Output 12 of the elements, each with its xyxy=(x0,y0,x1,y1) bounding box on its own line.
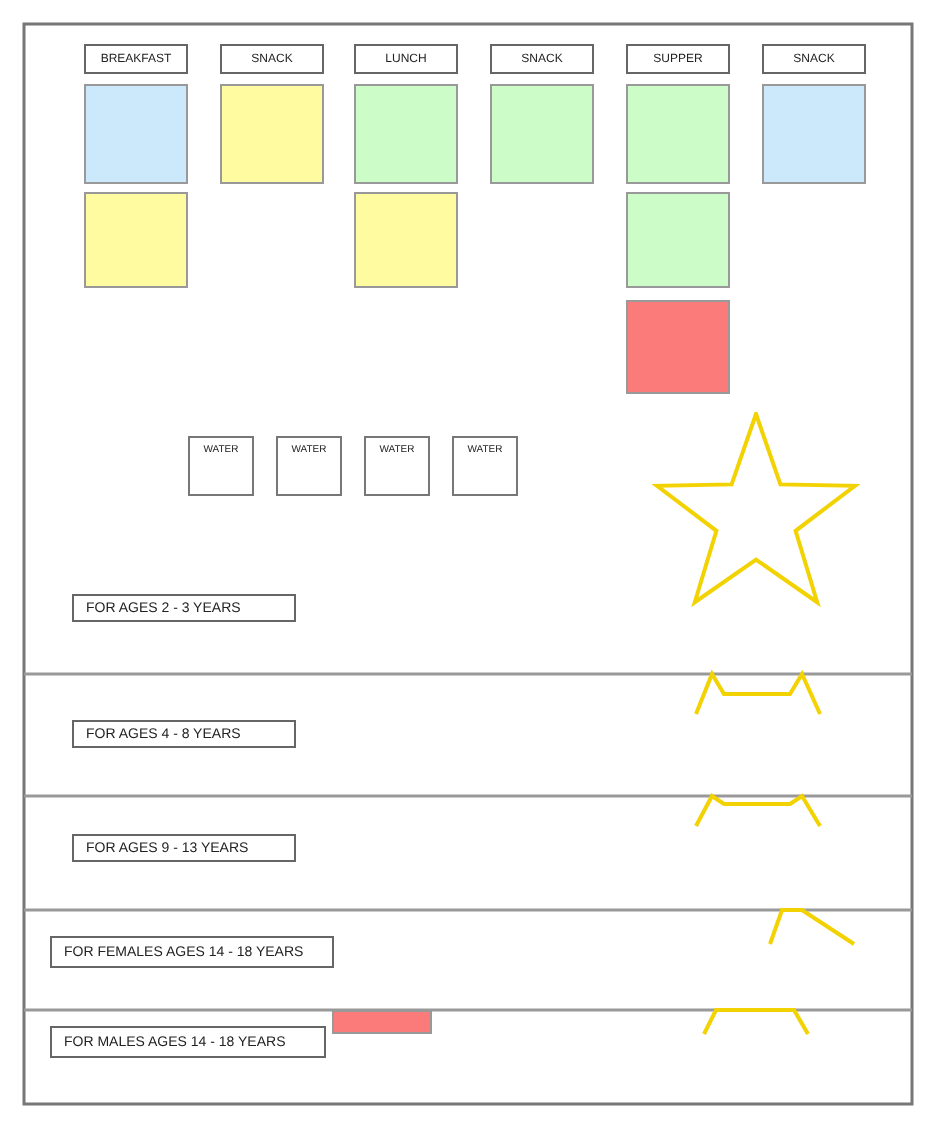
food-square xyxy=(626,300,730,394)
food-square xyxy=(354,84,458,184)
food-square xyxy=(626,84,730,184)
food-square xyxy=(220,84,324,184)
food-bar xyxy=(332,1010,432,1034)
food-square xyxy=(626,192,730,288)
food-square xyxy=(84,84,188,184)
food-square xyxy=(84,192,188,288)
star-drawing xyxy=(652,412,860,612)
food-square xyxy=(490,84,594,184)
food-square xyxy=(354,192,458,288)
food-square xyxy=(762,84,866,184)
